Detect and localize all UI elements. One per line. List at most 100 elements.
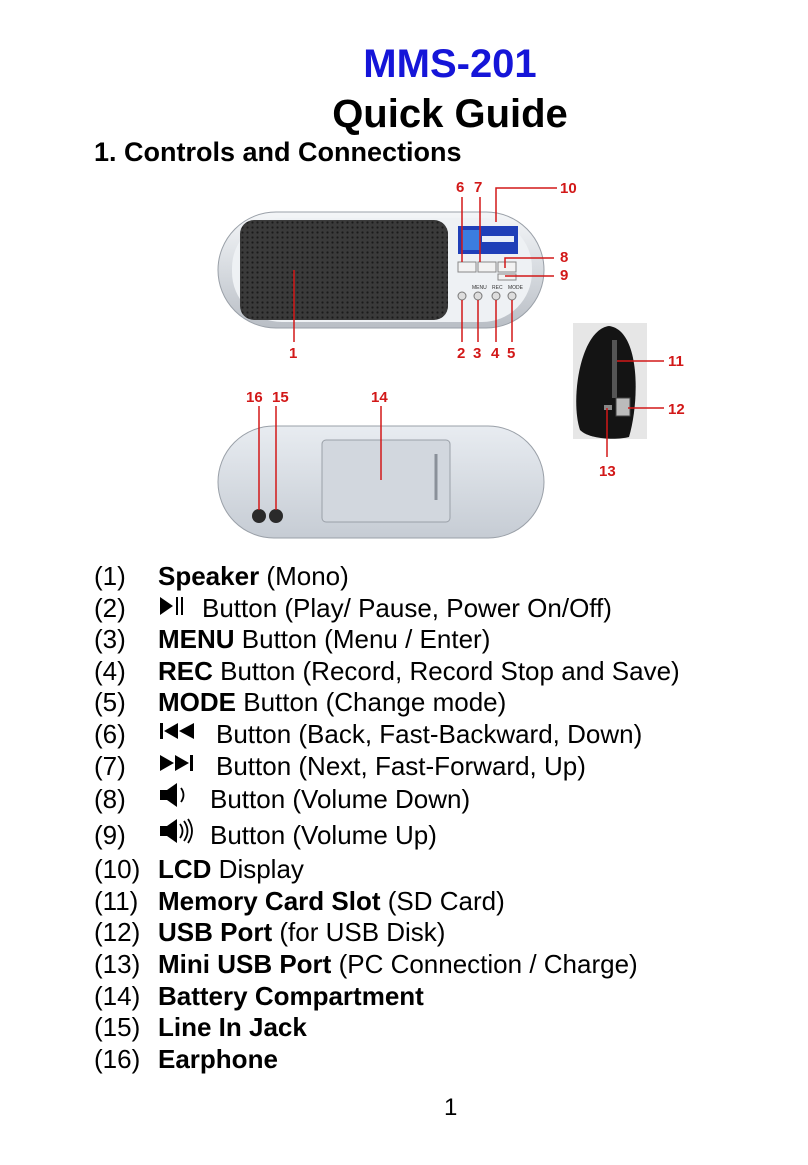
list-item: (11) Memory Card Slot (SD Card) xyxy=(94,886,680,918)
item-name: Line In Jack xyxy=(158,1012,307,1043)
speaker-grill xyxy=(240,220,448,320)
sd-card-slot xyxy=(612,340,617,398)
item-number: (7) xyxy=(94,750,126,781)
list-item: (12) USB Port (for USB Disk) xyxy=(94,917,680,949)
item-number: (8) xyxy=(94,784,126,815)
list-item: (13) Mini USB Port (PC Connection / Char… xyxy=(94,949,680,981)
item-number: (12) xyxy=(94,917,141,948)
item-desc: (PC Connection / Charge) xyxy=(331,948,638,979)
back-view xyxy=(217,425,545,539)
battery-cover xyxy=(321,439,451,523)
item-number: (2) xyxy=(94,592,126,623)
item-name: Mini USB Port xyxy=(158,948,332,979)
callout-13: 13 xyxy=(599,463,616,480)
item-desc: (for USB Disk) xyxy=(272,917,446,948)
item-desc: Button (Volume Up) xyxy=(210,820,437,851)
volume-up-key[interactable] xyxy=(497,273,517,281)
rec-key-label: REC xyxy=(492,285,503,291)
callout-16: 16 xyxy=(246,389,263,406)
item-desc: Button (Volume Down) xyxy=(210,784,471,815)
volume-down-icon xyxy=(158,782,210,818)
callout-4: 4 xyxy=(491,345,500,362)
list-item: (5) MODE Button (Change mode) xyxy=(94,687,680,719)
play-pause-key[interactable] xyxy=(457,291,467,301)
item-desc: Button (Play/ Pause, Power On/Off) xyxy=(202,592,612,623)
item-desc: Button (Menu / Enter) xyxy=(234,624,491,655)
callout-5: 5 xyxy=(507,345,515,362)
callout-12: 12 xyxy=(668,401,685,418)
menu-key[interactable] xyxy=(473,291,483,301)
device-diagram: MENU REC MODE xyxy=(217,179,685,539)
item-name: LCD xyxy=(158,854,212,885)
item-number: (14) xyxy=(94,980,141,1011)
list-item: (9) Button (Volume Up) xyxy=(94,818,680,854)
item-name: Earphone xyxy=(158,1043,278,1074)
item-number: (16) xyxy=(94,1043,141,1074)
item-number: (4) xyxy=(94,655,126,686)
list-item: (1) Speaker (Mono) xyxy=(94,561,680,593)
item-name: MENU xyxy=(158,624,235,655)
line-in-jack xyxy=(269,509,283,523)
list-item: (2) Button (Play/ Pause, Power On/Off) xyxy=(94,593,680,625)
item-desc: Button (Change mode) xyxy=(236,687,507,718)
list-item: (3) MENU Button (Menu / Enter) xyxy=(94,624,680,656)
item-name: Memory Card Slot xyxy=(158,885,381,916)
usb-port xyxy=(615,397,631,417)
callout-7: 7 xyxy=(474,179,482,196)
earphone-jack xyxy=(252,509,266,523)
callout-11: 11 xyxy=(668,353,684,370)
item-desc: (Mono) xyxy=(259,561,349,591)
item-number: (1) xyxy=(94,561,126,591)
item-number: (5) xyxy=(94,687,126,718)
item-name: Speaker xyxy=(158,561,260,591)
page-number: 1 xyxy=(444,1094,458,1121)
rec-key[interactable] xyxy=(491,291,501,301)
play-pause-icon xyxy=(158,593,202,625)
model-title: MMS-201 xyxy=(363,42,537,86)
mini-usb-port xyxy=(604,405,612,410)
callout-14: 14 xyxy=(371,389,388,406)
item-desc: Display xyxy=(211,854,304,885)
callout-6: 6 xyxy=(456,179,464,196)
mode-key[interactable] xyxy=(507,291,517,301)
item-number: (9) xyxy=(94,820,126,851)
item-desc: Button (Next, Fast-Forward, Up) xyxy=(216,750,586,781)
skip-back-icon xyxy=(158,719,216,751)
skip-back-key[interactable] xyxy=(457,261,477,273)
section-heading: 1. Controls and Connections xyxy=(94,137,462,167)
item-name: USB Port xyxy=(158,917,273,948)
volume-down-key[interactable] xyxy=(497,261,517,273)
callout-15: 15 xyxy=(272,389,289,406)
skip-forward-key[interactable] xyxy=(477,261,497,273)
front-view: MENU REC MODE xyxy=(217,211,545,329)
callout-1: 1 xyxy=(289,345,297,362)
mode-key-label: MODE xyxy=(508,285,524,291)
item-number: (6) xyxy=(94,718,126,749)
list-item: (4) REC Button (Record, Record Stop and … xyxy=(94,656,680,688)
list-item: (14) Battery Compartment xyxy=(94,981,680,1013)
volume-up-icon xyxy=(158,818,210,854)
callout-2: 2 xyxy=(457,345,465,362)
list-item: (16) Earphone xyxy=(94,1044,680,1076)
item-number: (10) xyxy=(94,854,141,885)
list-item: (15) Line In Jack xyxy=(94,1012,680,1044)
list-item: (7) Button (Next, Fast-Forward, Up) xyxy=(94,751,680,783)
item-name: REC xyxy=(158,655,213,686)
callout-10: 10 xyxy=(560,180,577,197)
item-desc: Button (Back, Fast-Backward, Down) xyxy=(216,718,643,749)
side-view xyxy=(573,323,647,439)
callout-8: 8 xyxy=(560,249,568,266)
list-item: (6) Button (Back, Fast-Backward, Down) xyxy=(94,719,680,751)
item-number: (3) xyxy=(94,624,126,655)
item-name: MODE xyxy=(158,687,236,718)
item-desc: (SD Card) xyxy=(380,885,505,916)
callout-lines xyxy=(258,187,664,510)
item-number: (13) xyxy=(94,948,141,979)
callout-numbers: 1 2 3 4 5 6 7 8 9 10 11 12 13 14 15 16 xyxy=(246,179,685,480)
item-name: Battery Compartment xyxy=(158,980,424,1011)
list-item: (8) Button (Volume Down) xyxy=(94,782,680,818)
item-desc: Button (Record, Record Stop and Save) xyxy=(212,655,680,686)
callout-3: 3 xyxy=(473,345,481,362)
item-number: (15) xyxy=(94,1012,141,1043)
menu-key-label: MENU xyxy=(472,285,487,291)
